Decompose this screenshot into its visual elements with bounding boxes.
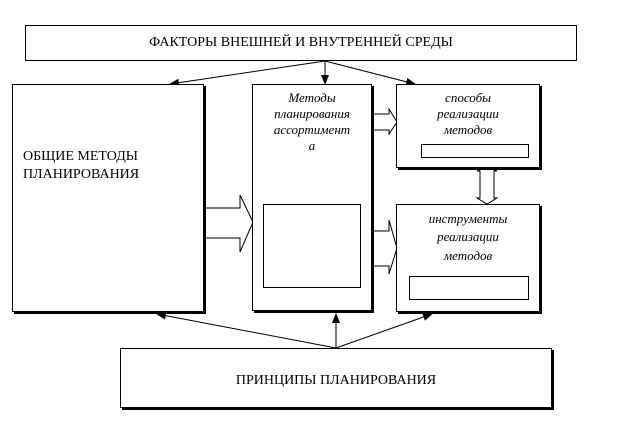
ways-line2: реализации xyxy=(437,106,499,121)
arrow-principles-to-tools xyxy=(335,313,433,349)
tools-line3: методов xyxy=(443,248,493,263)
arrow-principles-to-general xyxy=(156,311,337,349)
assortment-methods-box: Методы планирования ассортимент а xyxy=(252,84,372,311)
principles-arrows xyxy=(156,311,433,349)
methods-line1: Методы xyxy=(288,90,336,105)
block-arrow-methods-to-tools xyxy=(373,219,398,275)
methods-line3: ассортимент xyxy=(273,122,351,137)
tools-line1: инструменты xyxy=(428,211,508,226)
double-arrow-ways-tools xyxy=(475,165,499,205)
ways-line3: методов xyxy=(443,122,493,137)
arrow-factors-to-ways xyxy=(324,60,416,86)
principles-box: ПРИНЦИПЫ ПЛАНИРОВАНИЯ xyxy=(120,348,552,408)
ways-inner-box xyxy=(421,144,529,158)
tools-line2: реализации xyxy=(437,229,499,244)
ways-box: способы реализации методов xyxy=(396,84,540,168)
factors-arrows xyxy=(169,60,416,87)
general-methods-line2: ПЛАНИРОВАНИЯ xyxy=(23,167,140,182)
methods-line4: а xyxy=(308,138,316,153)
general-methods-line1: ОБЩИЕ МЕТОДЫ xyxy=(23,149,138,164)
block-arrow-general-to-methods xyxy=(205,194,254,253)
tools-box: инструменты реализации методов xyxy=(396,204,540,312)
factors-box: ФАКТОРЫ ВНЕШНЕЙ И ВНУТРЕННЕЙ СРЕДЫ xyxy=(25,25,577,61)
general-methods-box: ОБЩИЕ МЕТОДЫ ПЛАНИРОВАНИЯ xyxy=(12,84,204,312)
arrow-factors-to-general xyxy=(169,60,326,87)
ways-line1: способы xyxy=(445,90,491,105)
methods-line2: планирования xyxy=(274,106,350,121)
principles-label: ПРИНЦИПЫ ПЛАНИРОВАНИЯ xyxy=(235,373,437,388)
factors-label: ФАКТОРЫ ВНЕШНЕЙ И ВНУТРЕННЕЙ СРЕДЫ xyxy=(149,35,453,50)
tools-inner-box xyxy=(409,276,529,300)
block-arrow-methods-to-ways xyxy=(373,107,398,136)
methods-inner-box xyxy=(263,204,361,288)
